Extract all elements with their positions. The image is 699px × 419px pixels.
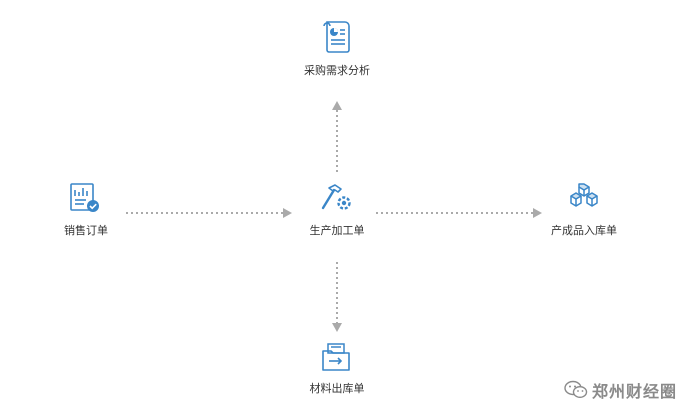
cubes-stack-icon [570,183,598,207]
node-label: 生产加工单 [309,224,365,237]
node-label: 产成品入库单 [551,224,617,237]
folder-arrow-icon [322,343,350,371]
document-chart-icon [323,21,350,53]
node-purchase-demand: 采购需求分析 [297,20,377,80]
node-finished-goods-inbound: 产成品入库单 [544,182,624,242]
watermark-text: 郑州财经圈 [591,382,677,401]
node-production-order: 生产加工单 [297,182,377,242]
node-material-outbound: 材料出库单 [297,342,377,402]
arrow-left-to-center [126,208,292,218]
watermark: 郑州财经圈 [564,378,677,402]
node-label: 销售订单 [64,224,108,237]
arrow-center-to-top [332,101,342,172]
node-label: 采购需求分析 [304,64,370,77]
wechat-icon [564,380,588,399]
node-sales-order: 销售订单 [46,182,126,242]
hammer-gear-icon [321,184,351,210]
report-check-icon [70,183,99,212]
arrow-center-to-bottom [332,262,342,332]
node-label: 材料出库单 [309,382,365,395]
arrow-center-to-right [376,208,542,218]
